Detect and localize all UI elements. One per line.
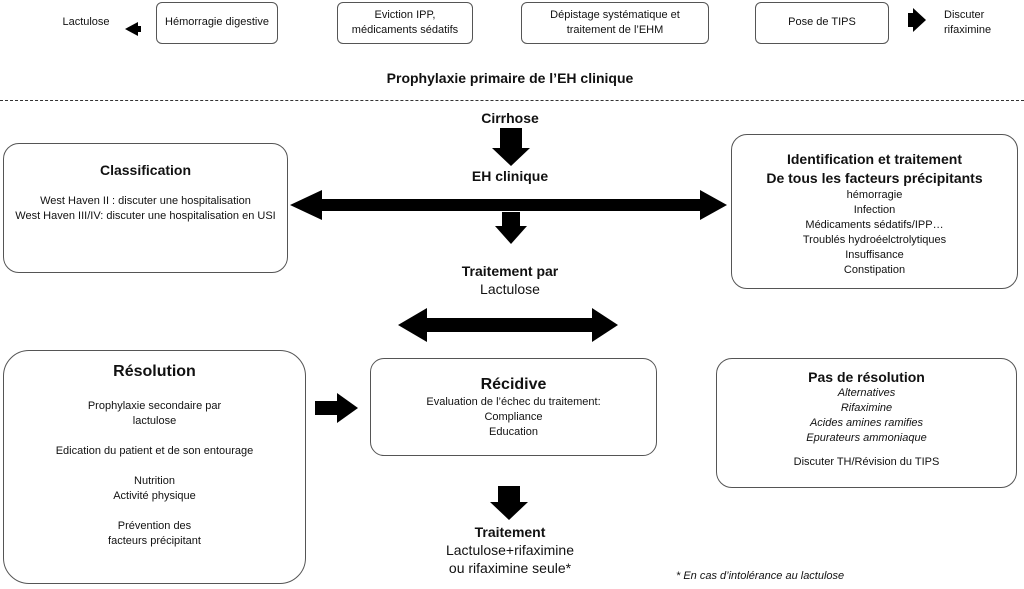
top-right-line-1: Discuter [944, 9, 985, 21]
double-arrow-middle-icon [398, 308, 618, 342]
identification-line-5: Insuffisance [845, 249, 904, 261]
top-left-lactulose-label: Lactulose [62, 16, 110, 28]
resolution-line-6: Nutrition [134, 475, 175, 487]
top-box-tips: Pose de TIPS [755, 2, 889, 44]
identification-title-2: De tous les facteurs précipitants [766, 170, 983, 186]
recidive-line-2: Compliance [484, 411, 543, 423]
pas-resolution-footer: Discuter TH/Révision du TIPS [793, 456, 940, 468]
footnote: * En cas d’intolérance au lactulose [676, 570, 845, 582]
top-right-discuter-label: Discuter rifaximine [944, 8, 1014, 38]
recidive-box: Récidive Evaluation de l’échec du traite… [370, 358, 657, 456]
pas-resolution-title: Pas de résolution [808, 369, 925, 385]
top-box-hemorragie-line: Hémorragie digestive [165, 16, 269, 28]
top-box-eviction-line-1: Eviction IPP, [374, 9, 436, 21]
traitement-final-title: Traitement [474, 524, 546, 540]
top-box-eviction: Eviction IPP, médicaments sédatifs [337, 2, 473, 44]
traitement-final-block: Traitement Lactulose+rifaximine ou rifax… [400, 523, 620, 577]
identification-line-6: Constipation [843, 264, 906, 276]
resolution-line-9: Prévention des [117, 520, 192, 532]
arrow-down-recidive-icon [490, 486, 528, 520]
resolution-line-2: lactulose [132, 415, 177, 427]
double-arrow-wide-icon [290, 190, 727, 220]
traitement-par-block: Traitement par Lactulose [410, 262, 610, 298]
eh-clinique-label: EH clinique [471, 168, 549, 184]
traitement-final-line-1: Lactulose+rifaximine [445, 542, 574, 558]
arrow-right-small-head [913, 8, 926, 32]
pas-resolution-box: Pas de résolution Alternatives Rifaximin… [716, 358, 1017, 488]
identification-line-2: Infection [853, 204, 896, 216]
recidive-line-3: Education [489, 426, 538, 438]
cirrhose-label: Cirrhose [481, 110, 539, 126]
resolution-line-10: facteurs précipitant [108, 535, 201, 547]
primary-prophylaxis-title: Prophylaxie primaire de l’EH clinique [386, 70, 634, 86]
arrow-down-cirrhose-icon [492, 128, 530, 166]
arrow-down-eh-icon [495, 212, 527, 244]
top-box-depistage-line-2: traitement de l’EHM [566, 24, 664, 36]
top-box-eviction-line-2: médicaments sédatifs [351, 24, 459, 36]
pas-resolution-alt-2: Rifaximine [840, 402, 893, 414]
arrow-left-small-shaft [137, 26, 141, 32]
pas-resolution-alt-3: Acides amines ramifies [809, 417, 924, 429]
identification-title-1: Identification et traitement [786, 151, 963, 167]
classification-title: Classification [99, 162, 192, 178]
pas-resolution-alt-4: Epurateurs ammoniaque [806, 432, 927, 444]
identification-line-3: Médicaments sédatifs/IPP… [805, 219, 944, 231]
identification-line-4: Troublés hydroéelctrolytiques [802, 234, 947, 246]
top-box-depistage: Dépistage systématique et traitement de … [521, 2, 709, 44]
top-box-depistage-line-1: Dépistage systématique et [550, 9, 680, 21]
arrow-right-small-icon [908, 13, 913, 27]
recidive-line-1: Evaluation de l’échec du traitement: [426, 396, 601, 408]
arrow-left-small-icon [125, 22, 138, 36]
classification-line-2: West Haven III/IV: discuter une hospital… [15, 210, 276, 222]
resolution-title: Résolution [113, 363, 196, 380]
top-box-tips-line: Pose de TIPS [788, 16, 856, 28]
traitement-par-title: Traitement par [461, 263, 559, 279]
traitement-final-line-2: ou rifaximine seule* [448, 560, 572, 576]
section-divider [0, 100, 1024, 101]
identification-line-1: hémorragie [846, 189, 903, 201]
resolution-line-1: Prophylaxie secondaire par [87, 400, 222, 412]
top-box-hemorragie: Hémorragie digestive [156, 2, 278, 44]
resolution-line-4: Edication du patient et de son entourage [55, 445, 254, 457]
classification-box: Classification West Haven II : discuter … [3, 143, 288, 273]
classification-line-1: West Haven II : discuter une hospitalisa… [40, 195, 251, 207]
identification-box: Identification et traitement De tous les… [731, 134, 1018, 289]
resolution-line-7: Activité physique [113, 490, 196, 502]
top-right-line-2: rifaximine [944, 24, 992, 36]
arrow-right-resolution-icon [315, 393, 358, 423]
pas-resolution-alt-1: Alternatives [837, 387, 896, 399]
resolution-box: Résolution Prophylaxie secondaire par la… [3, 350, 306, 584]
traitement-par-sub: Lactulose [480, 281, 540, 297]
recidive-title: Récidive [480, 376, 547, 393]
